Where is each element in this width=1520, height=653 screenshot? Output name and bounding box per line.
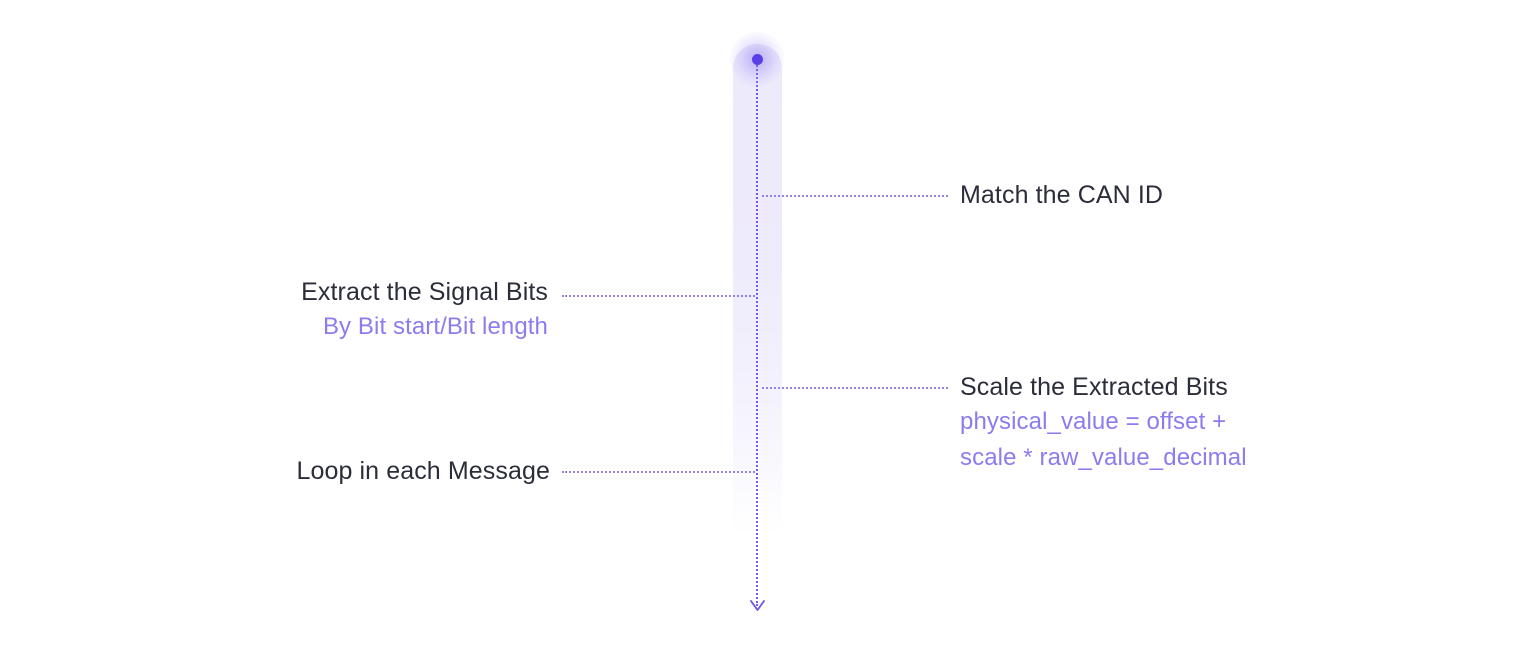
connector-loop-in-each-message: [562, 471, 755, 473]
timeline-start-dot: [752, 54, 763, 65]
step-subtitle-scale-extracted-bits-line2: scale * raw_value_decimal: [960, 444, 1247, 471]
connector-match-can-id: [762, 195, 948, 197]
timeline-axis-line: [756, 58, 758, 606]
step-title-match-can-id: Match the CAN ID: [960, 181, 1164, 209]
step-title-loop-in-each-message: Loop in each Message: [296, 457, 550, 485]
connector-extract-signal-bits: [562, 295, 755, 297]
timeline-arrow-icon: [750, 600, 765, 611]
step-scale-extracted-bits: Scale the Extracted Bits physical_value …: [960, 371, 1247, 476]
step-subtitle-scale-extracted-bits-line1: physical_value = offset +: [960, 408, 1227, 435]
connector-scale-extracted-bits: [762, 387, 948, 389]
step-title-extract-signal-bits: Extract the Signal Bits: [301, 278, 548, 306]
step-match-can-id: Match the CAN ID: [960, 179, 1163, 212]
step-subtitle-extract-signal-bits: By Bit start/Bit length: [322, 313, 548, 340]
step-extract-signal-bits: Extract the Signal Bits By Bit start/Bit…: [0, 276, 548, 345]
step-loop-in-each-message: Loop in each Message: [0, 455, 550, 488]
step-title-scale-extracted-bits: Scale the Extracted Bits: [960, 373, 1228, 401]
